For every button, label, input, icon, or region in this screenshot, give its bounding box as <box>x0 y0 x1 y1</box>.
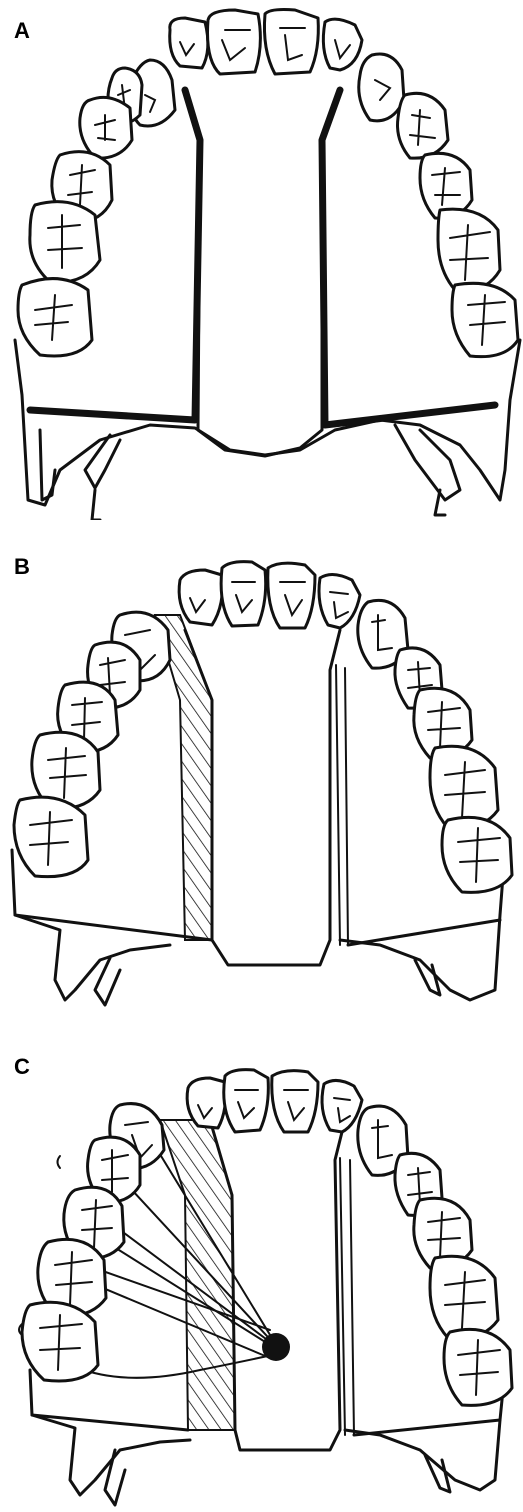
right-teeth <box>358 1106 512 1405</box>
central-flap <box>198 140 322 456</box>
right-teeth <box>358 600 512 892</box>
anterior-teeth <box>187 1070 362 1132</box>
panel-a-drawing <box>0 0 523 520</box>
left-teeth <box>14 612 170 877</box>
anterior-teeth <box>179 562 360 628</box>
panel-a: A <box>0 0 523 520</box>
left-teeth <box>18 60 175 356</box>
right-teeth <box>359 54 518 357</box>
left-teeth <box>22 1104 164 1381</box>
panel-b: B <box>0 520 523 1010</box>
suture-knot <box>262 1333 290 1361</box>
panel-b-drawing <box>0 520 523 1010</box>
anterior-teeth <box>170 10 362 75</box>
panel-c: C <box>0 1010 523 1512</box>
panel-b-label: B <box>14 554 30 580</box>
panel-c-drawing <box>0 1010 523 1512</box>
panel-a-label: A <box>14 18 30 44</box>
palate-outline <box>30 1370 190 1495</box>
panel-c-label: C <box>14 1054 30 1080</box>
